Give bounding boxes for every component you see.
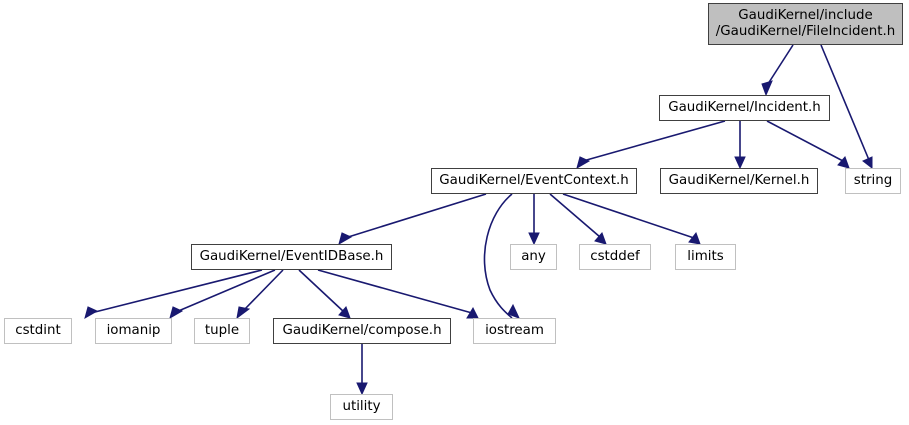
- edge-fileincident-to-incident: [765, 44, 794, 88]
- node-label: string: [853, 173, 893, 188]
- arrowhead-eventidbase-to-iostream: [466, 306, 479, 319]
- node-eventidbase-h[interactable]: GaudiKernel/EventIDBase.h: [191, 244, 392, 270]
- node-label: cstdint: [15, 323, 61, 338]
- edge-eventcontext-to-eventidbase: [344, 193, 487, 239]
- arrowhead-eventidbase-to-compose: [338, 306, 351, 319]
- node-label: GaudiKernel/Incident.h: [668, 100, 821, 115]
- node-fileincident-h[interactable]: GaudiKernel/include /GaudiKernel/FileInc…: [708, 3, 903, 45]
- node-string[interactable]: string: [845, 168, 901, 194]
- node-kernel-h[interactable]: GaudiKernel/Kernel.h: [660, 168, 818, 194]
- node-cstddef[interactable]: cstddef: [579, 244, 651, 270]
- edge-incident-to-string: [766, 120, 844, 162]
- edge-eventidbase-to-tuple: [242, 269, 284, 312]
- arrowhead-eventcontext-to-eventidbase: [338, 232, 353, 246]
- node-iomanip[interactable]: iomanip: [95, 318, 172, 344]
- node-label: limits: [687, 249, 724, 264]
- arrowhead-incident-to-string: [837, 156, 850, 169]
- node-label: iomanip: [106, 323, 161, 338]
- arrowhead-incident-to-kernel: [734, 156, 746, 170]
- arrowhead-eventidbase-to-tuple: [236, 306, 251, 320]
- node-cstdint[interactable]: cstdint: [4, 318, 72, 344]
- node-label: GaudiKernel/compose.h: [282, 323, 442, 338]
- node-incident-h[interactable]: GaudiKernel/Incident.h: [659, 95, 830, 121]
- edge-eventcontext-to-limits: [562, 193, 695, 239]
- arrowhead-eventcontext-to-iostream: [507, 303, 520, 319]
- node-limits[interactable]: limits: [675, 244, 736, 270]
- node-label: cstddef: [590, 249, 640, 264]
- node-label: any: [521, 249, 546, 264]
- node-any[interactable]: any: [510, 244, 557, 270]
- node-label: utility: [342, 399, 381, 414]
- node-label: GaudiKernel/EventIDBase.h: [199, 249, 384, 264]
- node-label: GaudiKernel/include /GaudiKernel/FileInc…: [715, 8, 896, 39]
- node-compose-h[interactable]: GaudiKernel/compose.h: [273, 318, 451, 344]
- arrowhead-compose-to-utility: [356, 382, 368, 396]
- node-tuple[interactable]: tuple: [194, 318, 250, 344]
- arrowhead-incident-to-eventcontext: [576, 156, 591, 170]
- edge-eventidbase-to-cstdint: [90, 269, 263, 314]
- arrowhead-eventidbase-to-iomanip: [169, 306, 184, 320]
- node-label: iostream: [485, 323, 544, 338]
- node-eventcontext-h[interactable]: GaudiKernel/EventContext.h: [431, 168, 637, 194]
- arrowhead-fileincident-to-string: [862, 156, 873, 170]
- node-label: GaudiKernel/EventContext.h: [439, 173, 629, 188]
- edge-incident-to-eventcontext: [582, 120, 726, 162]
- arrowhead-fileincident-to-incident: [761, 80, 773, 97]
- arrowhead-eventcontext-to-limits: [688, 231, 701, 245]
- node-iostream[interactable]: iostream: [473, 318, 556, 344]
- arrowhead-eventcontext-to-any: [528, 232, 540, 246]
- node-label: tuple: [204, 323, 240, 338]
- edge-eventcontext-to-iostream: [483, 193, 513, 319]
- edge-eventidbase-to-iostream: [317, 269, 473, 314]
- arrowhead-eventcontext-to-cstddef: [594, 232, 607, 245]
- edge-eventidbase-to-compose: [298, 269, 345, 313]
- edge-eventidbase-to-iomanip: [175, 269, 276, 313]
- node-utility[interactable]: utility: [330, 394, 393, 420]
- node-label: GaudiKernel/Kernel.h: [668, 173, 810, 188]
- edge-eventcontext-to-cstddef: [549, 193, 601, 238]
- arrowhead-eventidbase-to-cstdint: [84, 306, 99, 320]
